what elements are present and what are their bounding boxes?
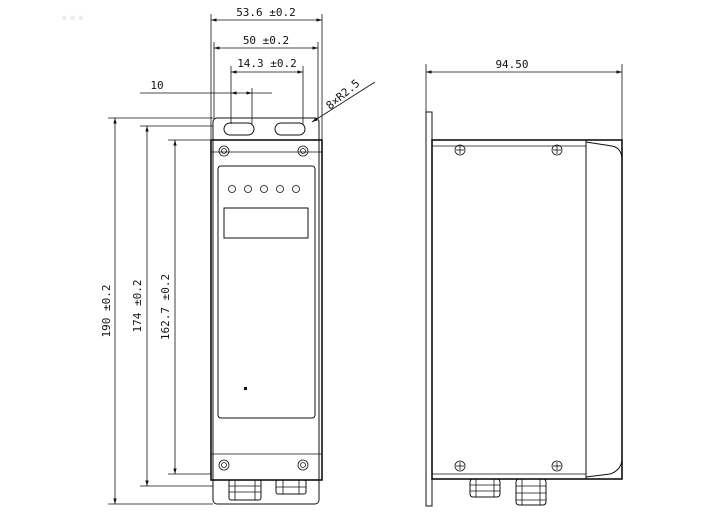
- dimension-slot-offset: 10: [140, 79, 272, 124]
- dimension-slot-pitch-label: 50 ±0.2: [243, 34, 289, 47]
- dimension-height-total: 190 ±0.2: [100, 117, 213, 505]
- dimension-slot-width: 14.3 ±0.2: [230, 57, 304, 124]
- watermark-text: ...: [60, 1, 85, 26]
- dimension-depth: 94.50: [425, 58, 623, 140]
- screw-side-br: [551, 460, 563, 472]
- dimension-depth-label: 94.50: [495, 58, 528, 71]
- connector-front-left: [228, 479, 262, 501]
- panel-mark: [244, 387, 247, 390]
- front-panel: [217, 165, 316, 419]
- dimension-width-outer: 53.6 ±0.2: [210, 6, 323, 140]
- led-4: [276, 185, 284, 193]
- side-body: [431, 139, 623, 480]
- connector-front-right: [275, 479, 307, 495]
- dimension-height-body: 174 ±0.2: [131, 125, 213, 487]
- dimension-height-inner: 162.7 ±0.2: [159, 139, 211, 475]
- mounting-slot-right: [274, 122, 306, 136]
- connector-side-right: [515, 478, 547, 506]
- dimension-slot-width-label: 14.3 ±0.2: [237, 57, 297, 70]
- screw-side-bl: [454, 460, 466, 472]
- dimension-height-inner-label: 162.7 ±0.2: [159, 274, 172, 340]
- cover-bottom-curve: [585, 457, 623, 478]
- screw-front-bl: [218, 459, 230, 471]
- led-3: [260, 185, 268, 193]
- screw-front-tr: [297, 145, 309, 157]
- indicator-led-row: [228, 185, 300, 193]
- dimension-width-outer-label: 53.6 ±0.2: [236, 6, 296, 19]
- side-view: 94.50: [425, 58, 623, 507]
- device-body: [210, 139, 323, 481]
- dimension-height-total-label: 190 ±0.2: [100, 285, 113, 338]
- cover-top-curve: [585, 141, 623, 161]
- mounting-slot-left: [223, 122, 255, 136]
- led-1: [228, 185, 236, 193]
- screw-front-br: [297, 459, 309, 471]
- mounting-flange: [212, 117, 320, 505]
- dimension-height-body-label: 174 ±0.2: [131, 280, 144, 333]
- dimension-slot-offset-label: 10: [150, 79, 163, 92]
- dimension-slot-pitch: 50 ±0.2: [213, 34, 319, 120]
- front-view: 53.6 ±0.2 50 ±0.2 14.3 ±0.2 10 8×R2.5: [100, 6, 376, 505]
- dimension-slot-radius: 8×R2.5: [311, 77, 376, 123]
- screw-front-tl: [218, 145, 230, 157]
- display-window: [223, 207, 309, 239]
- led-2: [244, 185, 252, 193]
- screw-side-tr: [551, 144, 563, 156]
- dimension-slot-radius-label: 8×R2.5: [324, 77, 363, 113]
- led-5: [292, 185, 300, 193]
- screw-side-tl: [454, 144, 466, 156]
- side-flange: [425, 111, 433, 507]
- connector-side-left: [469, 478, 501, 498]
